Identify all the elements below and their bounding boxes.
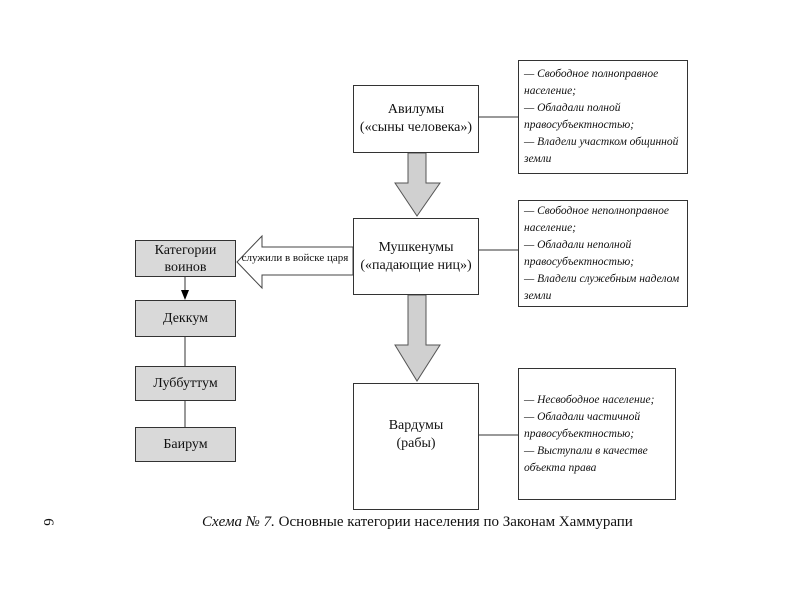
avilumy-note-line: — Обладали полной: [524, 102, 621, 114]
lubbuttum-label: Луббуттум: [153, 376, 218, 391]
mushkenumy-note-line: правосубъектностью;: [524, 255, 635, 268]
vardumy-note-line: — Обладали частичной: [524, 410, 641, 423]
vardumy-note-line: правосубъектностью;: [524, 427, 635, 440]
figure-caption: Схема № 7. Основные категории населения …: [202, 512, 633, 532]
mushkenumy-box: Мушкенумы («падающие ниц»): [353, 218, 479, 295]
vardumy-note-line: — Выступали в качестве: [524, 444, 648, 457]
avilumy-note-line: население;: [524, 85, 577, 97]
avilumy-note-line: — Владели участком общинной: [524, 136, 679, 148]
dekkum-box: Деккум: [135, 300, 236, 337]
bairum-box: Баирум: [135, 427, 236, 462]
avilumy-notes-box: — Свободное полноправное население; — Об…: [518, 60, 688, 174]
mushkenumy-note-line: — Обладали неполной: [524, 238, 632, 251]
avilumy-box: Авилумы («сыны человека»): [353, 85, 479, 153]
mushkenumy-note-line: население;: [524, 221, 577, 234]
mushkenumy-note-line: — Свободное неполноправное: [524, 204, 669, 217]
mushkenumy-subtitle: («падающие ниц»): [360, 257, 472, 273]
avilumy-note-line: — Свободное полноправное: [524, 68, 659, 80]
down-arrow-avilumy-to-mushkenumy: [394, 152, 441, 217]
avilumy-title: Авилумы: [387, 102, 445, 117]
bairum-label: Баирум: [163, 437, 208, 452]
down-arrow-mushkenumy-to-vardumy: [394, 294, 441, 382]
vardumy-subtitle: (рабы): [396, 435, 436, 451]
vardumy-note-line: — Несвободное население;: [524, 393, 655, 406]
lubbuttum-box: Луббуттум: [135, 366, 236, 401]
mushkenumy-notes-box: — Свободное неполноправное население; — …: [518, 200, 688, 307]
avilumy-note-line: земли: [524, 153, 552, 165]
caption-label: Схема № 7.: [202, 514, 275, 530]
page-number: 6: [39, 518, 56, 526]
left-arrow-to-warriors: [236, 234, 354, 290]
arrowhead-warriors-dekkum: [181, 290, 189, 300]
warriors-category-title: Категории воинов: [154, 242, 217, 275]
avilumy-note-line: правосубъектностью;: [524, 119, 635, 131]
avilumy-subtitle: («сыны человека»): [359, 120, 473, 135]
vardumy-notes-box: — Несвободное население; — Обладали част…: [518, 368, 676, 500]
caption-text: Основные категории населения по Законам …: [278, 514, 633, 530]
vardumy-box: Вардумы (рабы): [353, 383, 479, 510]
mushkenumy-note-line: — Владели служебным наделом: [524, 272, 680, 285]
vardumy-note-line: объекта права: [524, 461, 597, 474]
vardumy-title: Вардумы: [388, 417, 444, 433]
mushkenumy-title: Мушкенумы: [378, 239, 454, 255]
arrow-label-served-in-army: служили в войске царя: [241, 252, 349, 264]
warriors-category-box: Категории воинов: [135, 240, 236, 277]
dekkum-label: Деккум: [162, 311, 208, 326]
mushkenumy-note-line: земли: [524, 289, 552, 302]
